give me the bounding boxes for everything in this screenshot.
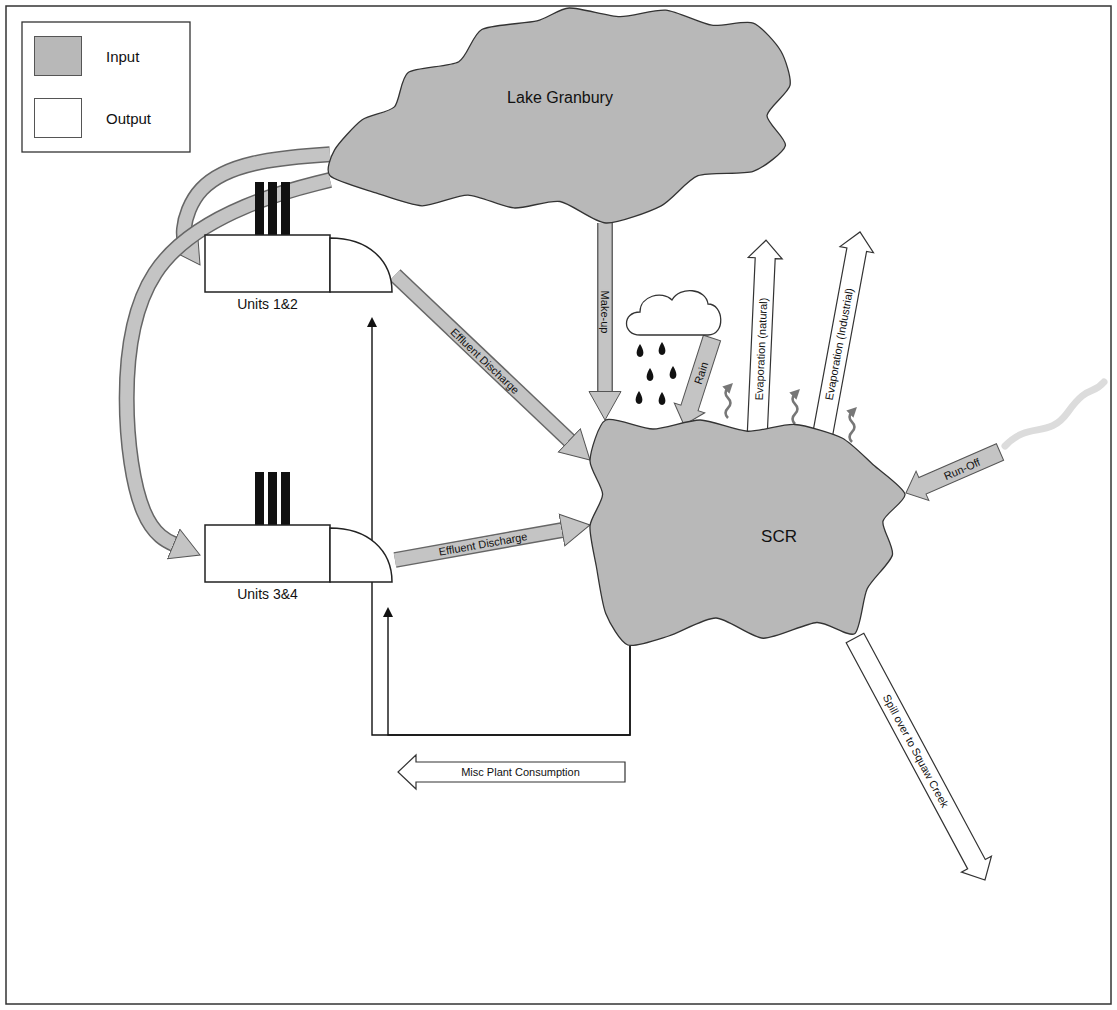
plant-outline: [200, 180, 395, 295]
flow-label: Misc Plant Consumption: [460, 766, 581, 778]
water-outline: [590, 420, 905, 645]
arrow-body: [395, 275, 575, 446]
legend-swatch: [34, 36, 82, 76]
vapor-wave: [726, 388, 731, 418]
flow-label: Spill over to Squaw Creek: [880, 691, 951, 810]
flow-label: Evaporation (natural): [753, 296, 770, 401]
arrow-outline: [597, 223, 613, 400]
plant-building: [205, 235, 330, 292]
input-arrow: [669, 333, 727, 430]
line-body: [388, 615, 630, 735]
power-plant: Units 3&4: [200, 470, 395, 607]
smoke-stack: [268, 472, 277, 525]
legend-text: Output: [106, 110, 151, 127]
arrow-outline: [395, 529, 570, 560]
flow-arrow: [127, 180, 330, 547]
vapor-wave: [793, 394, 798, 424]
reactor-dome: [330, 528, 392, 582]
smoke-stack: [268, 182, 277, 235]
water-outline: [330, 8, 790, 223]
water-body: [590, 419, 905, 645]
node-label: Units 3&4: [200, 586, 335, 603]
rain-drops: [636, 342, 677, 405]
flow-label: Effluent Discharge: [436, 530, 528, 558]
reservoir-shape: SCR: [590, 420, 905, 645]
lake-shape: Lake Granbury: [330, 8, 790, 223]
flow-label: Make-up: [599, 289, 611, 334]
reactor-dome: [330, 238, 392, 292]
smoke-stack: [255, 182, 264, 235]
legend-text: Input: [106, 48, 139, 65]
flow-arrow: [395, 529, 570, 560]
flow-label: Rain: [691, 359, 710, 386]
node-label: Units 1&2: [200, 296, 335, 313]
arrow-body: [599, 223, 612, 400]
legend-box: [22, 22, 190, 152]
plant-outline: [200, 470, 395, 585]
smoke-stack: [281, 182, 290, 235]
flow-label: Effluent Discharge: [448, 325, 523, 397]
power-plant: Units 1&2: [200, 180, 395, 317]
water-body: [328, 8, 790, 223]
node-label: Lake Granbury: [507, 89, 613, 108]
arrow-body: [395, 529, 570, 560]
output-arrow: [398, 755, 625, 789]
smoke-stack: [281, 472, 290, 525]
node-label: SCR: [761, 527, 797, 547]
output-arrow: [740, 239, 783, 440]
output-arrow: [805, 229, 876, 441]
arrow-body: [127, 180, 330, 547]
flow-label: Evaporation (Industrial): [823, 286, 856, 402]
input-arrow: [900, 437, 1007, 507]
stream: [1005, 382, 1104, 446]
legend-swatch: [34, 98, 82, 138]
arrow-outline: [127, 180, 330, 547]
flow-arrow: [395, 275, 575, 446]
output-arrow: [840, 630, 1000, 888]
smoke-stack: [255, 472, 264, 525]
frame: [6, 6, 1111, 1004]
rain-cloud: [627, 291, 721, 335]
plant-building: [205, 525, 330, 582]
return-line: [388, 615, 630, 735]
flow-label: Run-Off: [941, 455, 983, 482]
vapor-wave: [850, 412, 855, 442]
arrow-outline: [395, 275, 575, 446]
